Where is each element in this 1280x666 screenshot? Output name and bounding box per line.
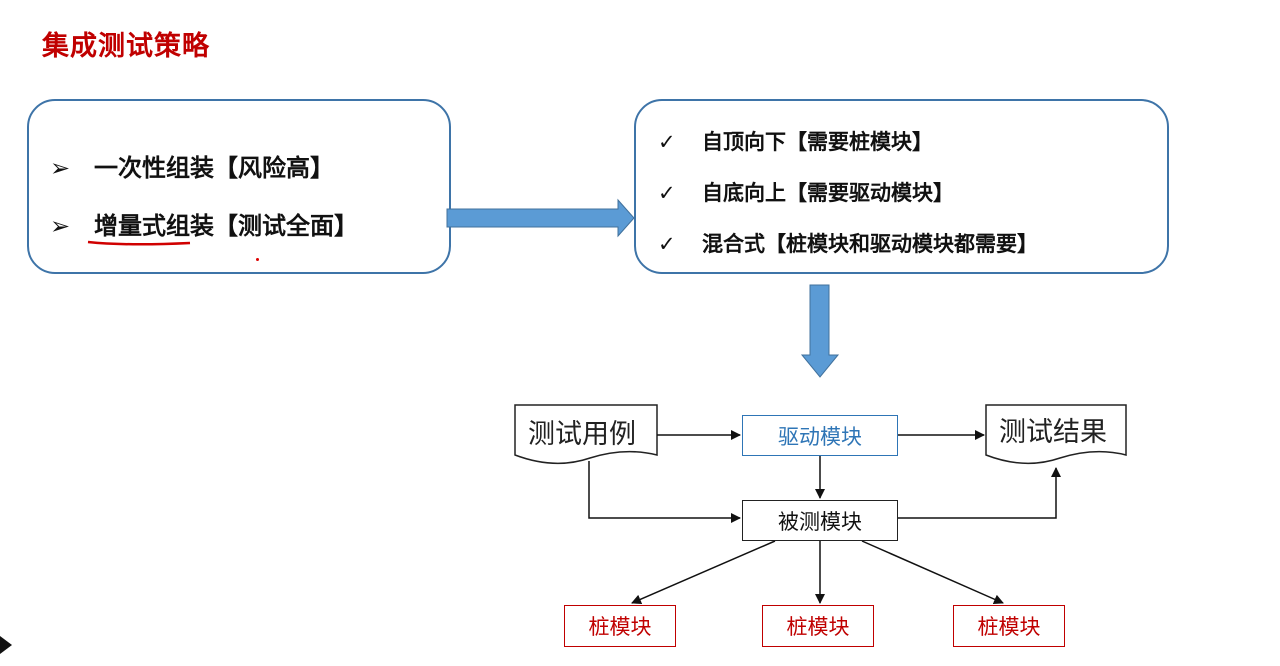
list-item-label: 自底向上【需要驱动模块】 <box>702 181 954 205</box>
stub-module-box: 桩模块 <box>953 605 1065 647</box>
module-under-test-box: 被测模块 <box>742 500 898 541</box>
red-dot-annotation <box>256 258 259 261</box>
stub-module-box: 桩模块 <box>762 605 874 647</box>
list-item-incremental-assembly: ➢ 增量式组装【测试全面】 <box>50 206 358 241</box>
list-item-label: 增量式组装【测试全面】 <box>94 212 358 240</box>
checkmark-icon: ✓ <box>658 130 676 154</box>
list-item-hybrid: ✓ 混合式【桩模块和驱动模块都需要】 <box>658 228 1038 258</box>
test-results-document <box>985 404 1127 465</box>
list-item-label: 自顶向下【需要桩模块】 <box>702 130 933 154</box>
red-underline-annotation <box>87 240 191 246</box>
test-cases-document <box>514 404 658 465</box>
list-item-label: 一次性组装【风险高】 <box>94 154 334 182</box>
list-item-one-time-assembly: ➢ 一次性组装【风险高】 <box>50 148 334 183</box>
arrow-tested-to-stub1 <box>631 540 776 605</box>
list-item-top-down: ✓ 自顶向下【需要桩模块】 <box>658 126 933 156</box>
arrow-tested-to-stub3 <box>861 540 1004 604</box>
list-item-label: 混合式【桩模块和驱动模块都需要】 <box>702 232 1038 256</box>
list-item-bottom-up: ✓ 自底向上【需要驱动模块】 <box>658 177 954 207</box>
page-title: 集成测试策略 <box>42 31 210 62</box>
arrow-cases-to-tested <box>588 461 741 523</box>
checkmark-icon: ✓ <box>658 181 676 205</box>
checkmark-icon: ✓ <box>658 232 676 256</box>
blue-arrow-down <box>800 284 840 378</box>
test-results-label: 测试结果 <box>999 417 1107 448</box>
arrow-bullet-icon: ➢ <box>50 154 71 182</box>
incremental-strategies-box <box>634 99 1169 274</box>
test-cases-label: 测试用例 <box>528 419 636 450</box>
stub-module-box: 桩模块 <box>564 605 676 647</box>
play-icon[interactable] <box>0 636 12 654</box>
driver-module-box: 驱动模块 <box>742 415 898 456</box>
arrow-bullet-icon: ➢ <box>50 212 71 240</box>
arrow-tested-to-results <box>898 467 1061 519</box>
assembly-methods-box <box>27 99 451 274</box>
blue-arrow-right <box>446 198 635 238</box>
